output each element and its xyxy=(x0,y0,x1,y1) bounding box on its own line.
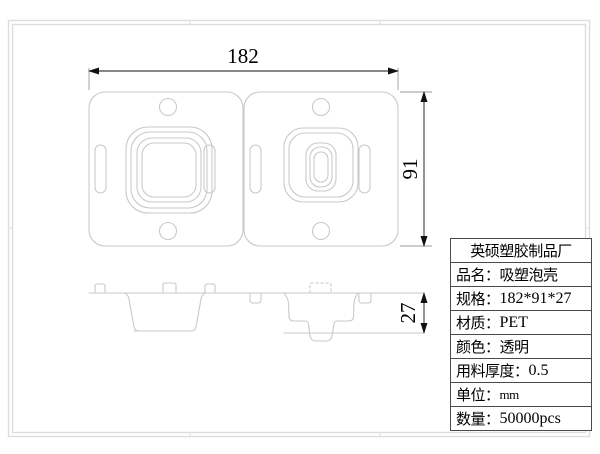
cavity-profile-left xyxy=(124,292,206,332)
cavity-left xyxy=(88,91,244,247)
title-block-table: 英硕塑胶制品厂 品名： 吸塑泡壳 规格： 182*91*27 材质： PET 颜… xyxy=(450,238,592,431)
flange-tab-2 xyxy=(162,282,177,294)
title-block-row-specification: 规格： 182*91*27 xyxy=(451,287,591,311)
frame-tick-marks xyxy=(8,20,590,437)
pocket-floor-left xyxy=(141,142,197,198)
cavity-right xyxy=(243,91,399,247)
title-block-row-quantity: 数量： 50000pcs xyxy=(451,407,591,431)
pocket-ring-1-left xyxy=(125,126,213,214)
value-product-name: 吸塑泡壳 xyxy=(499,266,559,284)
label-specification: 规格： xyxy=(456,290,500,308)
title-block-row-color: 颜色： 透明 xyxy=(451,335,591,359)
side-slot-left-outer xyxy=(94,144,107,194)
flange-tab-4 xyxy=(309,282,332,294)
title-block-row-unit: 单位： mm xyxy=(451,383,591,407)
value-specification: 182*91*27 xyxy=(499,289,572,307)
cavity-profile-right xyxy=(283,292,359,342)
value-quantity: 50000pcs xyxy=(499,409,561,427)
label-material: 材质： xyxy=(456,314,500,332)
pocket-inner-core-right xyxy=(313,151,329,183)
section-view xyxy=(88,282,425,342)
dim-label-depth: 27 xyxy=(396,303,420,324)
value-unit: mm xyxy=(499,386,520,402)
title-block-row-material: 材质： PET xyxy=(451,311,591,335)
pocket-inner-outer-right xyxy=(305,142,337,192)
title-block-company-row: 英硕塑胶制品厂 xyxy=(451,239,591,263)
flange-tab-5 xyxy=(358,292,372,304)
label-color: 颜色： xyxy=(456,338,500,356)
label-thickness: 用料厚度： xyxy=(456,362,529,380)
dim-label-height: 91 xyxy=(398,159,422,180)
locating-hole-bottom-left xyxy=(158,221,178,241)
pocket-ring-3-left xyxy=(136,137,202,203)
label-product-name: 品名： xyxy=(456,266,500,284)
pocket-ring-2-right xyxy=(288,132,354,198)
dimension-depth: 27 xyxy=(396,292,428,334)
title-block-row-product-name: 品名： 吸塑泡壳 xyxy=(451,263,591,287)
dimension-height: 91 xyxy=(398,91,432,247)
dimension-width: 182 xyxy=(88,44,399,90)
title-block-row-thickness: 用料厚度： 0.5 xyxy=(451,359,591,383)
dim-label-width: 182 xyxy=(227,44,259,68)
side-slot-left-inner xyxy=(203,144,216,194)
locating-hole-top-left xyxy=(158,97,178,117)
label-unit: 单位： xyxy=(456,386,500,404)
flange-tab-3 xyxy=(204,283,216,294)
step-tab-left xyxy=(249,292,262,304)
locating-hole-top-right xyxy=(311,97,331,117)
label-quantity: 数量： xyxy=(456,410,500,428)
locating-hole-bottom-right xyxy=(311,221,331,241)
pocket-inner-mid-right xyxy=(309,146,333,188)
top-view xyxy=(88,91,399,247)
value-thickness: 0.5 xyxy=(528,361,549,379)
value-material: PET xyxy=(499,313,528,331)
pocket-ring-1-right xyxy=(283,127,359,203)
company-name: 英硕塑胶制品厂 xyxy=(470,242,572,260)
pocket-ring-2-left xyxy=(130,131,208,209)
side-slot-right-outer xyxy=(249,144,262,194)
flange-tab-1 xyxy=(94,283,106,294)
value-color: 透明 xyxy=(499,338,530,356)
side-slot-right-inner xyxy=(358,144,371,194)
